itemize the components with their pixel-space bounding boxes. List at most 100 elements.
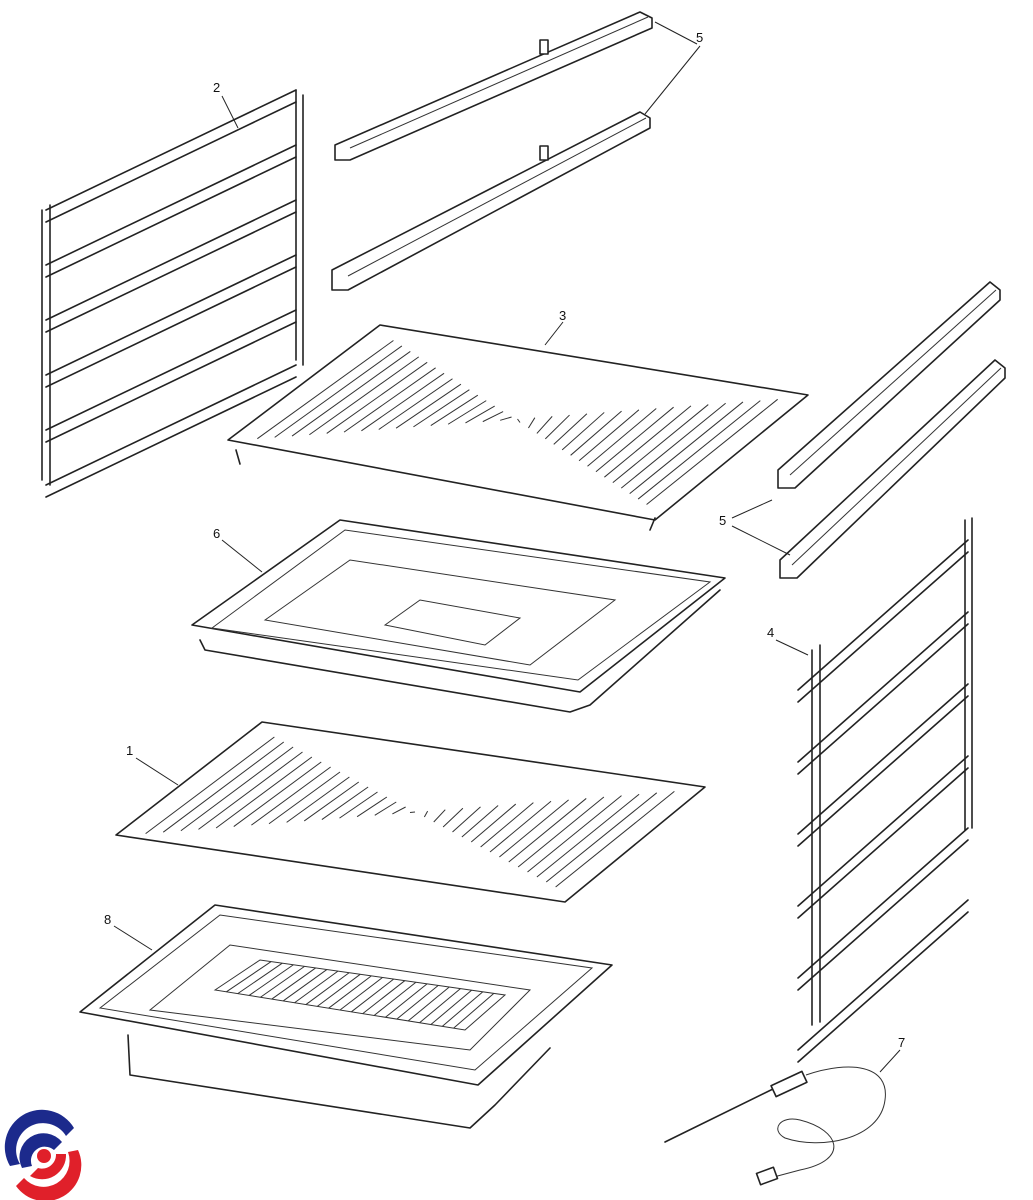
grill-rack-lower[interactable] [115,721,706,903]
leader-line [879,1049,901,1073]
leader-line [731,525,791,556]
wire-bar [528,417,536,429]
wire-bar [45,309,297,431]
leader-line [775,639,809,656]
wire-bar [508,798,587,863]
wire-bar [282,969,328,1002]
wire-bar [339,977,383,1011]
wire-bar [797,623,969,775]
wire-bar [339,791,378,819]
wire-bar [612,404,709,484]
leader-line [544,321,564,346]
wire-bar [351,978,394,1013]
wire-bar [180,746,294,832]
callout-4: 4 [767,625,774,640]
wire-bar [233,761,322,827]
wire-bar [356,796,388,818]
wire-bar [162,741,285,833]
wire-bar [395,383,462,429]
wire-bar [797,551,969,703]
wire-bar [45,89,297,211]
wire-bar [45,376,297,498]
wire-bar [45,266,297,388]
wire-bar [561,412,605,451]
wire-bar [145,736,275,834]
wire-bar [461,805,499,838]
wire-bar [544,414,570,440]
wire-bar [442,807,464,828]
wire-bar [198,751,303,830]
wire-bar [555,791,675,888]
wire-bar [797,839,969,991]
wire-bar [536,416,553,434]
wire-bar [447,400,487,425]
wire-bar [237,962,283,995]
wire-bar [629,401,744,494]
wire-bar [361,372,445,432]
wire-bar [570,410,622,456]
wire-bar [305,972,350,1005]
telescopic-runners-right[interactable] [777,281,1006,579]
wire-bar [419,988,461,1024]
wire-bar [385,983,428,1018]
leader-line [731,499,773,519]
wire-bar [620,402,726,489]
callout-6: 6 [213,526,220,541]
wire-bar [268,771,341,825]
wire-bar [248,964,294,996]
leader-line [221,539,263,573]
wire-bar [260,965,305,998]
wire-bar [453,993,495,1029]
wire-bar [797,611,969,763]
callout-5-right: 5 [719,513,726,528]
callout-8: 8 [104,912,111,927]
wire-bar [45,211,297,333]
callout-1: 1 [126,743,133,758]
telescopic-runners-top[interactable] [331,11,653,291]
callout-7: 7 [898,1035,905,1050]
leader-line [135,757,179,786]
leader-line [654,21,698,45]
wire-bar [396,985,439,1020]
wire-bar [326,361,428,434]
wire-bar [407,986,450,1022]
wire-bar [536,793,640,878]
callout-2: 2 [213,80,220,95]
wire-bar [215,756,313,829]
wire-bar [378,378,453,430]
grill-rack-upper[interactable] [227,324,809,531]
wire-bar [274,345,403,438]
wire-bar [797,755,969,907]
wire-bar [500,416,512,421]
wire-bar [45,101,297,223]
wire-bar [465,405,495,424]
wire-bar [286,776,350,823]
wire-bar [430,989,472,1025]
wire-bar [271,967,316,1000]
shallow-baking-tray[interactable] [191,519,726,713]
wire-bar [595,406,674,473]
wire-bar [343,367,436,433]
side-rack-right[interactable] [797,517,973,1063]
leader-line [644,45,701,115]
wire-bar [374,801,397,816]
wire-bar [517,796,605,868]
wire-bar [470,803,517,843]
leader-line [221,95,239,129]
wire-bar [430,394,479,426]
wire-bar [362,980,406,1015]
wire-bar [226,961,272,993]
brand-swirl-logo [4,1109,82,1200]
wire-bar [452,806,481,833]
wire-bar [321,786,369,820]
wire-bar [637,400,761,500]
wire-bar [587,408,657,467]
wire-bar [45,321,297,443]
wire-bar [291,350,411,437]
side-rack-left[interactable] [41,89,304,498]
meat-probe[interactable] [664,1066,886,1186]
leader-line [113,925,153,951]
deep-roasting-pan[interactable] [79,904,613,1129]
wire-bar [480,802,534,848]
wire-bar [646,398,778,505]
